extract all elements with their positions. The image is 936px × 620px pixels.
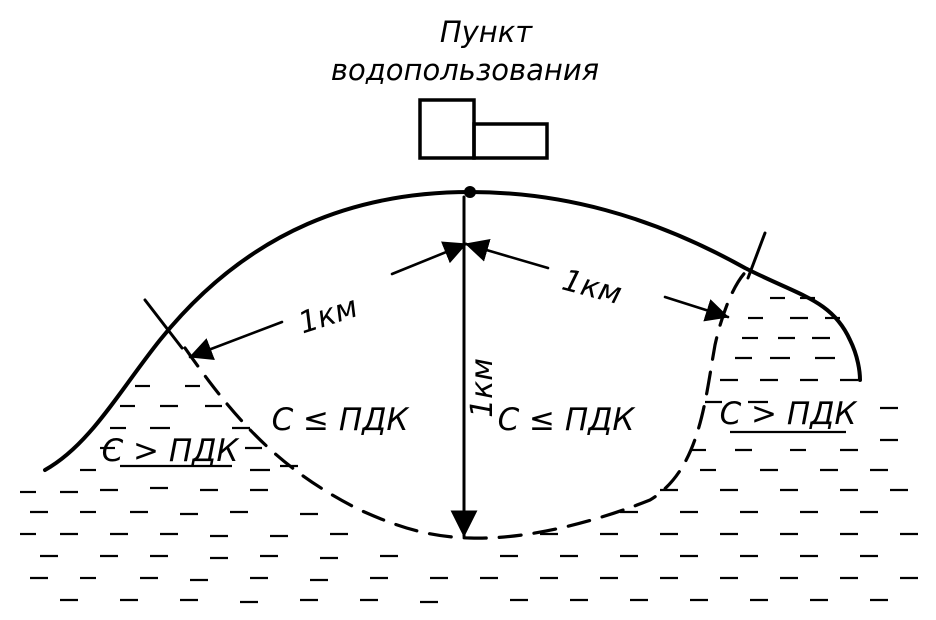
water-use-building-icon <box>418 98 549 160</box>
right-distance-arrow-lower <box>663 295 730 322</box>
shoreline <box>43 190 862 472</box>
one-km-boundary <box>183 266 752 540</box>
zone-label-right-inner: С ≤ ПДК <box>498 402 637 438</box>
distance-label-vertical: 1км <box>465 358 500 418</box>
left-distance-arrow-upper <box>390 241 468 276</box>
zone-label-left-inner: С ≤ ПДК <box>272 402 411 438</box>
left-boundary-tick <box>143 298 184 350</box>
zone-label-left-outer: С > ПДК <box>102 433 241 469</box>
distance-label-left: 1км <box>294 290 362 342</box>
title-line-1: Пункт <box>440 15 533 49</box>
right-boundary-tick <box>746 231 767 280</box>
zone-label-right-outer: С > ПДК <box>720 396 859 432</box>
left-distance-arrow-lower <box>188 320 284 361</box>
right-distance-arrow-upper <box>464 239 550 270</box>
distance-label-right: 1км <box>558 263 625 312</box>
title-line-2: водопользования <box>331 53 599 87</box>
intake-point <box>464 186 476 198</box>
